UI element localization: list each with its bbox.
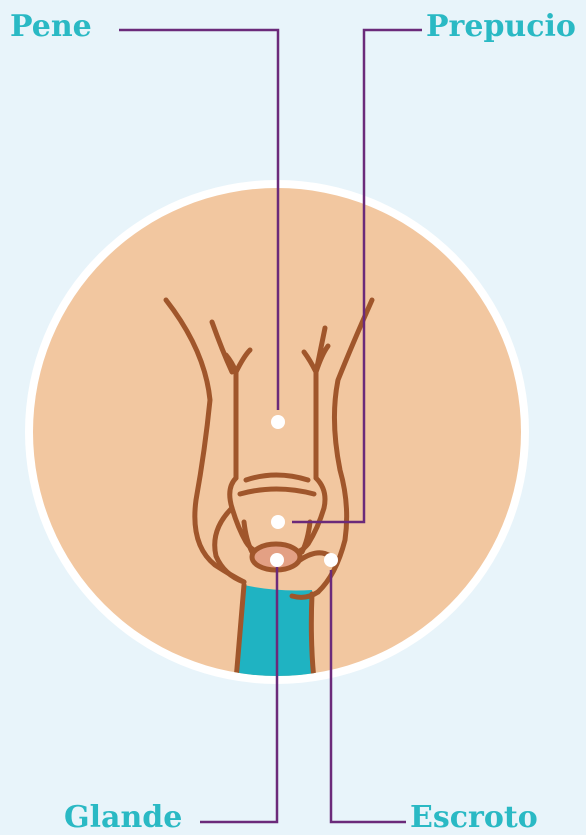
label-glande: Glande [64, 803, 182, 833]
marker-prepucio [271, 515, 285, 529]
marker-glande [270, 553, 284, 567]
marker-pene [271, 415, 285, 429]
marker-escroto [324, 553, 338, 567]
label-pene: Pene [10, 12, 92, 42]
underwear-right-edge [311, 594, 314, 680]
label-escroto: Escroto [410, 803, 538, 833]
label-prepucio: Prepucio [426, 12, 576, 42]
